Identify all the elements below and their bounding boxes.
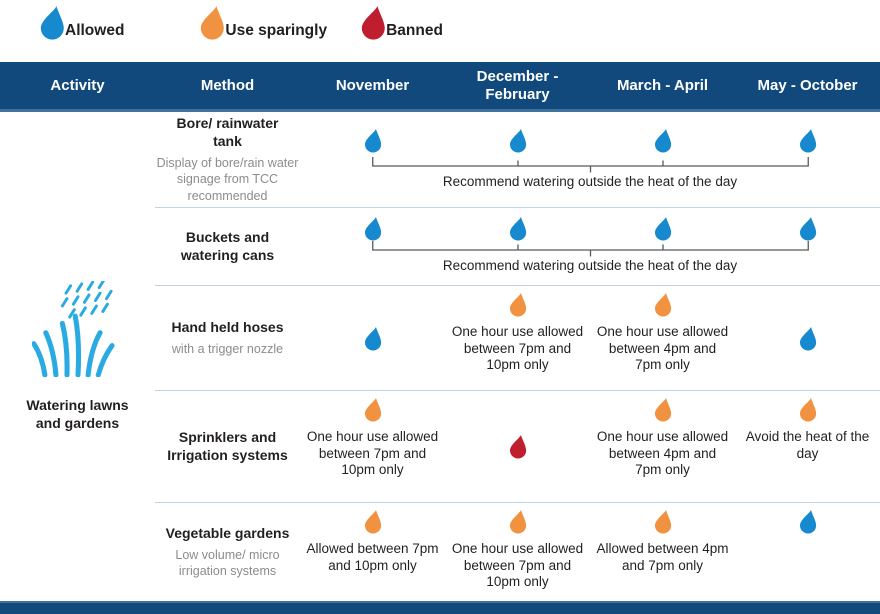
table-row-bore-rainwater-tank: Bore/ rainwater tank Display of bore/rai… [155,112,880,207]
table-header: Activity Method November December - Febr… [0,62,880,112]
column-header-november: November [335,76,410,94]
season-cell-november: One hour use allowed between 7pm and 10p… [300,391,445,502]
method-title: Vegetable gardens [165,524,290,541]
water-drop-icon [798,216,817,241]
season-cell-december-february: One hour use allowed between 7pm and 10p… [445,503,590,601]
table-row-hand-held-hoses: Hand held hoses with a trigger nozzle On… [155,285,880,390]
bracket-note: Recommend watering outside the heat of t… [442,258,738,273]
legend-label: Banned [386,22,443,39]
table-body: Watering lawns and gardens Bore/ rainwat… [0,112,880,601]
method-title: Hand held hoses [171,318,284,335]
season-span-cell: Recommend watering outside the heat of t… [300,208,880,285]
cell-note: Allowed between 7pm and 10pm only [306,541,439,573]
cell-note: Avoid the heat of the day [745,429,870,461]
cell-note: One hour use allowed between 7pm and 10p… [451,541,584,590]
method-cell: Hand held hoses with a trigger nozzle [155,286,300,390]
method-cell: Vegetable gardens Low volume/ micro irri… [155,503,300,601]
table-row-vegetable-gardens: Vegetable gardens Low volume/ micro irri… [155,502,880,601]
cell-note: Allowed between 4pm and 7pm only [596,541,729,573]
water-drop-icon [653,397,672,422]
season-span-cell: Recommend watering outside the heat of t… [300,112,880,207]
column-header-activity: Activity [50,76,105,94]
method-cell: Buckets and watering cans [155,208,300,285]
water-drop-icon [508,292,527,317]
column-header-december-february: December - February [476,68,559,103]
water-drop-icon [508,434,527,459]
season-cell-march-april: One hour use allowed between 4pm and 7pm… [590,391,735,502]
water-drop-icon [653,509,672,534]
column-header-march-april: March - April [616,76,709,94]
water-drop-icon [363,397,382,422]
water-drop-icon [653,216,672,241]
water-drop-icon [798,397,817,422]
water-drop-icon [653,292,672,317]
season-cell-november: Allowed between 7pm and 10pm only [300,503,445,601]
season-cell-may-october [735,286,880,390]
table-rows: Bore/ rainwater tank Display of bore/rai… [155,112,880,601]
method-cell: Sprinklers and Irrigation systems [155,391,300,502]
water-drop-icon [363,509,382,534]
water-drop-use-sparingly-icon [198,5,225,58]
legend-label: Use sparingly [225,22,328,39]
section-divider-bar [0,601,880,614]
season-cell-march-april: One hour use allowed between 4pm and 7pm… [590,286,735,390]
season-cell-december-february: One hour use allowed between 7pm and 10p… [445,286,590,390]
legend: Allowed Use sparingly Banned [0,0,880,62]
cell-note: One hour use allowed between 4pm and 7pm… [596,429,729,478]
grass-rain-icon [30,278,124,382]
method-title: Bore/ rainwater tank [176,115,279,149]
method-subtitle: Low volume/ micro irrigation systems [175,548,280,579]
method-title: Buckets and watering cans [180,229,275,263]
season-cell-march-april: Allowed between 4pm and 7pm only [590,503,735,601]
season-cell-december-february [445,391,590,502]
water-drop-icon [508,216,527,241]
water-drop-icon [508,509,527,534]
table-row-sprinklers-irrigation: Sprinklers and Irrigation systems One ho… [155,390,880,502]
water-drop-icon [798,128,817,153]
season-cell-may-october [735,503,880,601]
cell-note: One hour use allowed between 7pm and 10p… [451,324,584,373]
cell-note: One hour use allowed between 7pm and 10p… [306,429,439,478]
water-drop-icon [653,128,672,153]
method-subtitle: with a trigger nozzle [171,342,284,357]
bracket-line [372,241,809,263]
cell-note: One hour use allowed between 4pm and 7pm… [596,324,729,373]
legend-label: Allowed [65,22,125,39]
activity-label: Watering lawns and gardens [26,396,129,431]
water-drop-icon [363,326,382,351]
water-drop-icon [798,326,817,351]
water-drop-icon [363,128,382,153]
water-drop-icon [363,216,382,241]
legend-item-allowed: Allowed [38,5,124,58]
column-header-may-october: May - October [757,76,858,94]
water-drop-icon [508,128,527,153]
column-header-method: Method [200,76,255,94]
water-drop-allowed-icon [38,5,65,58]
legend-item-use-sparingly: Use sparingly [198,5,327,58]
bracket-line [372,157,809,179]
activity-cell: Watering lawns and gardens [0,112,155,601]
water-drop-banned-icon [359,5,386,58]
season-cell-may-october: Avoid the heat of the day [735,391,880,502]
water-drop-icon [798,509,817,534]
legend-item-banned: Banned [359,5,443,58]
method-cell: Bore/ rainwater tank Display of bore/rai… [155,112,300,207]
season-cell-november [300,286,445,390]
method-title: Sprinklers and Irrigation systems [167,429,288,463]
bracket-note: Recommend watering outside the heat of t… [442,174,738,189]
table-row-buckets-watering-cans: Buckets and watering cans [155,207,880,285]
method-subtitle: Display of bore/rain water signage from … [156,156,299,203]
